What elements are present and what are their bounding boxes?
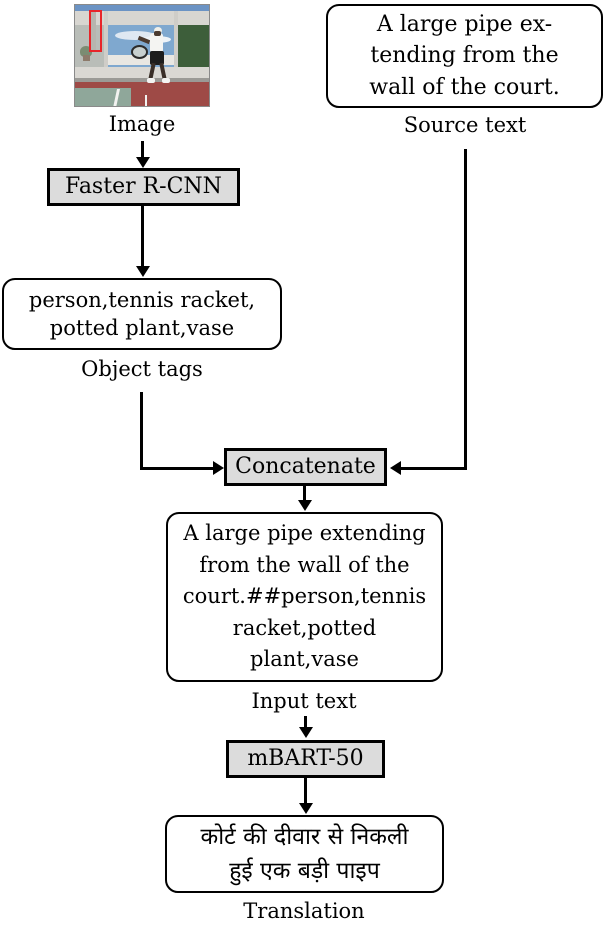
concatenate-label: Concatenate <box>235 454 376 480</box>
connector-source-to-concat-vertical <box>464 149 467 470</box>
input-text-line-2: from the wall of the <box>199 552 410 577</box>
source-text-line-3: wall of the court. <box>369 74 560 100</box>
arrowhead-image-to-detector <box>136 157 150 168</box>
detection-bounding-box <box>89 10 102 52</box>
connector-input-to-model <box>304 716 307 728</box>
tennis-racket-icon <box>131 45 149 59</box>
connector-tags-to-concat-vertical <box>140 392 143 470</box>
translation-node[interactable]: कोर्ट की दीवार से निकली हुई एक बड़ी पाइप <box>165 815 444 893</box>
mbart-50-label: mBART-50 <box>247 746 364 772</box>
mbart-50-node[interactable]: mBART-50 <box>226 740 385 778</box>
faster-rcnn-node[interactable]: Faster R-CNN <box>47 168 240 206</box>
arrowhead-tags-to-concat <box>213 461 224 475</box>
object-tags-node[interactable]: person,tennis racket, potted plant,vase <box>2 278 282 350</box>
input-text-line-3: court.##person,tennis <box>182 584 427 609</box>
source-text-line-2: tending from the <box>370 43 559 69</box>
connector-concat-to-input <box>303 486 306 502</box>
source-text-node[interactable]: A large pipe ex- tending from the wall o… <box>326 4 603 108</box>
arrowhead-concat-to-input <box>298 500 312 511</box>
concatenate-node[interactable]: Concatenate <box>224 448 387 486</box>
object-tags-caption: Object tags <box>81 357 203 381</box>
input-image-thumbnail <box>74 4 210 107</box>
object-tags-line-2: potted plant,vase <box>49 316 235 340</box>
arrowhead-input-to-model <box>299 727 313 738</box>
object-tags-line-1: person,tennis racket, <box>28 287 256 312</box>
input-text-node[interactable]: A large pipe extending from the wall of … <box>166 512 443 682</box>
translation-caption: Translation <box>243 899 365 923</box>
connector-model-to-translation <box>304 778 307 805</box>
input-text-caption: Input text <box>251 689 357 713</box>
arrowhead-model-to-translation <box>299 803 313 814</box>
image-caption: Image <box>108 112 176 136</box>
connector-detector-to-tags <box>141 206 144 268</box>
connector-source-to-concat-horizontal <box>396 467 467 470</box>
translation-line-2: हुई एक बड़ी पाइप <box>229 858 380 884</box>
connector-image-to-detector <box>141 141 144 159</box>
input-text-line-4: racket,potted <box>232 615 377 640</box>
source-text-caption: Source text <box>403 113 527 137</box>
translation-line-1: कोर्ट की दीवार से निकली <box>200 823 409 850</box>
arrowhead-source-to-concat <box>390 461 401 475</box>
source-text-line-1: A large pipe ex- <box>376 12 553 38</box>
connector-tags-to-concat-horizontal <box>140 467 216 470</box>
faster-rcnn-label: Faster R-CNN <box>65 174 222 200</box>
input-text-line-1: A large pipe extending <box>183 521 426 546</box>
input-text-line-5: plant,vase <box>250 647 359 672</box>
arrowhead-detector-to-tags <box>136 266 150 277</box>
